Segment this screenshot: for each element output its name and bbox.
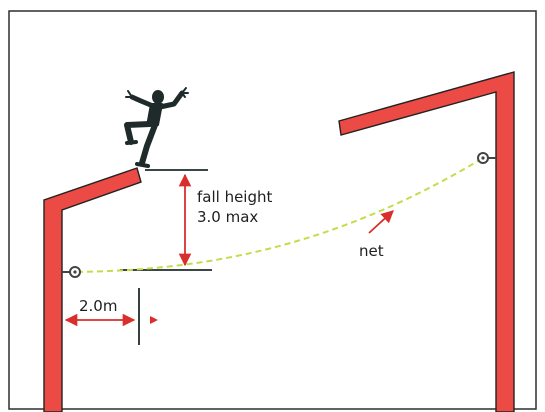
anchor-eye-bolt-icon — [477, 152, 496, 164]
net-pointer-arrow — [368, 210, 394, 234]
safety-net-line — [76, 157, 484, 273]
offset-label: 2.0m — [79, 297, 117, 315]
left-building-wall — [43, 167, 142, 412]
offset-outer-arrowhead — [150, 316, 158, 324]
fall-height-label-line1: fall height — [197, 188, 273, 206]
anchor-eye-bolt-icon — [62, 266, 81, 278]
fall-height-label-line2: 3.0 max — [197, 208, 258, 226]
right-building-wall — [338, 71, 515, 412]
net-label: net — [359, 242, 384, 260]
person-falling-icon — [124, 87, 189, 168]
diagram-frame — [8, 10, 537, 410]
